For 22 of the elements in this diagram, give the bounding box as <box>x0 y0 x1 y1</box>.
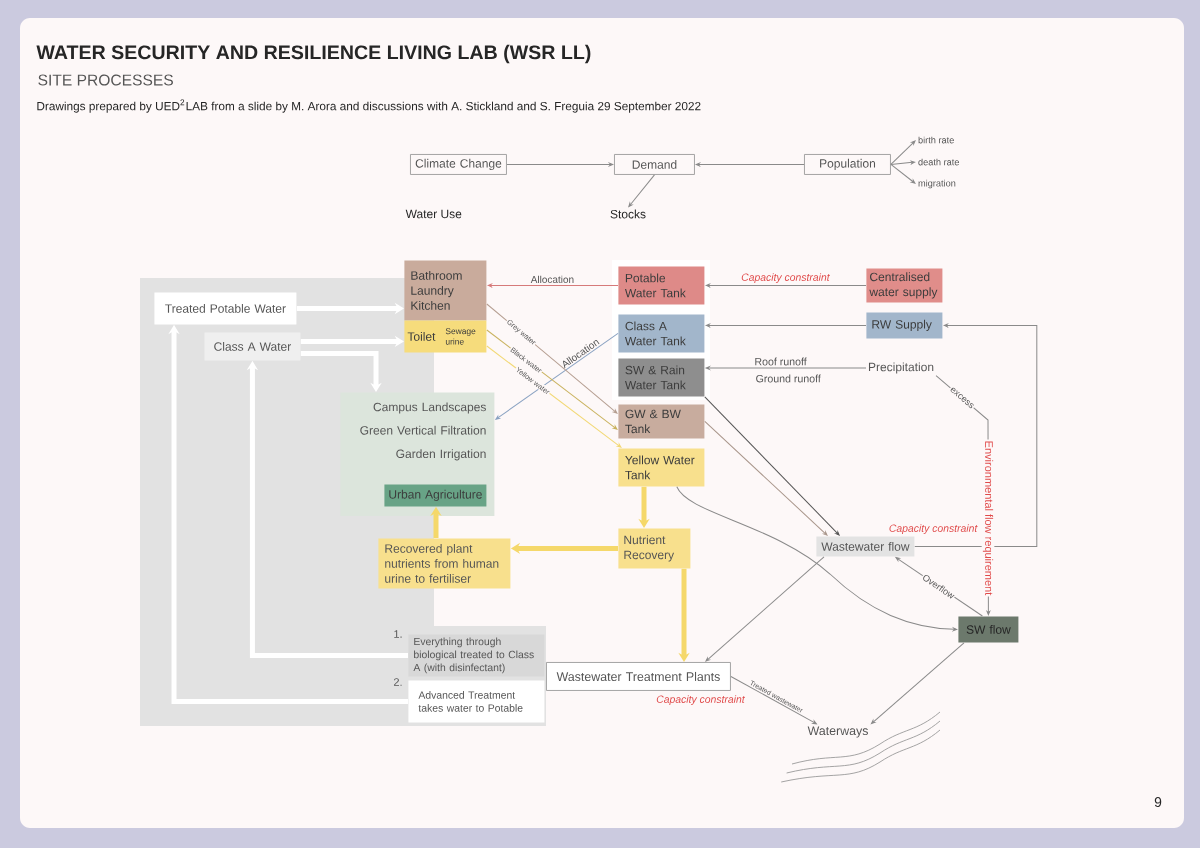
arrow <box>486 303 618 414</box>
arrow <box>695 162 805 167</box>
arrow <box>895 557 983 617</box>
arrow <box>704 396 840 536</box>
arrow <box>704 420 828 536</box>
arrow <box>730 675 817 725</box>
arrow <box>506 162 614 167</box>
arrow <box>890 140 916 165</box>
arrow <box>914 323 1038 547</box>
arrow <box>705 323 867 328</box>
arrow <box>676 486 958 632</box>
arrow <box>705 283 867 288</box>
arrow <box>870 642 965 725</box>
arrow <box>628 174 655 208</box>
arrow <box>300 350 382 392</box>
arrow <box>705 556 825 662</box>
arrow <box>890 163 916 184</box>
arrow <box>487 283 619 288</box>
arrow <box>705 366 867 370</box>
title: WATER SECURITY AND RESILIENCE LIVING LAB (WSR LL) <box>36 44 591 64</box>
arrow <box>890 160 916 165</box>
arrow <box>486 345 622 448</box>
